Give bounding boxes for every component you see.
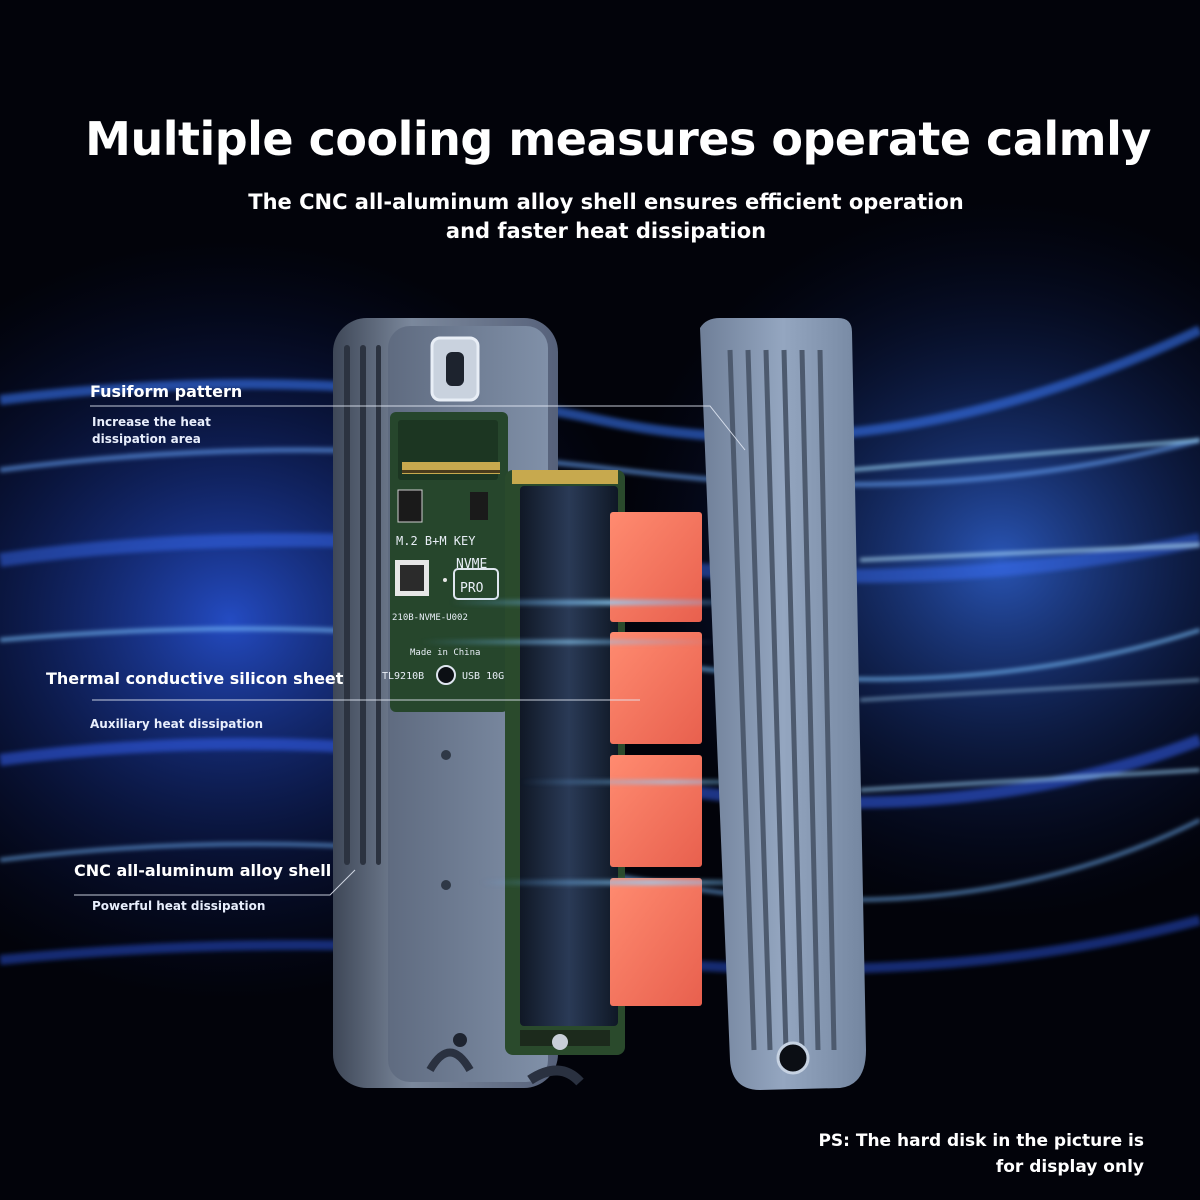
thermal-pad-4 — [610, 878, 702, 1006]
headline: Multiple cooling measures operate calmly — [85, 112, 1151, 166]
thermal-pad-1 — [610, 512, 702, 622]
controller-board — [390, 412, 508, 712]
callout-shell-subtitle: Powerful heat dissipation — [92, 899, 266, 913]
board-chip-label: TL9210B — [382, 671, 424, 682]
front-streaks — [420, 600, 820, 885]
board-slot-label: M.2 B+M KEY — [396, 534, 476, 548]
board-model-label: 210B-NVME-U002 — [392, 613, 468, 623]
callout-thermal-subtitle: Auxiliary heat dissipation — [90, 717, 264, 731]
thermal-pad-3 — [610, 755, 702, 867]
callout-fusiform-subtitle-line-1: Increase the heat — [92, 415, 211, 429]
thermal-pad-2 — [610, 632, 702, 744]
board-nvme-label: NVME — [456, 557, 487, 572]
footnote: PS: The hard disk in the picture is for … — [818, 1128, 1144, 1180]
ssd-module — [505, 470, 625, 1055]
callout-thermal-title: Thermal conductive silicon sheet — [46, 669, 344, 688]
callout-leader-lines — [74, 405, 746, 896]
callout-fusiform-title: Fusiform pattern — [90, 382, 243, 401]
board-usb-label: USB 10G — [462, 671, 504, 682]
board-pro-label: PRO — [460, 581, 484, 596]
thermal-pads — [610, 512, 702, 1006]
subheadline: The CNC all-aluminum alloy shell ensures… — [0, 188, 1200, 246]
lanyard-hole — [776, 1041, 810, 1075]
subheadline-line-2: and faster heat dissipation — [445, 219, 767, 243]
callout-shell-title: CNC all-aluminum alloy shell — [74, 861, 332, 880]
callout-fusiform-subtitle-line-2: dissipation area — [92, 432, 201, 446]
enclosure-lid — [700, 318, 866, 1090]
footnote-line-2: for display only — [995, 1157, 1144, 1177]
board-origin-label: Made in China — [410, 648, 480, 658]
subheadline-line-1: The CNC all-aluminum alloy shell ensures… — [248, 190, 964, 214]
board-labels: M.2 B+M KEY NVME PRO 210B-NVME-U002 Made… — [382, 534, 504, 682]
footnote-line-1: PS: The hard disk in the picture is — [818, 1131, 1144, 1151]
callout-fusiform-subtitle: Increase the heat dissipation area — [92, 414, 211, 448]
